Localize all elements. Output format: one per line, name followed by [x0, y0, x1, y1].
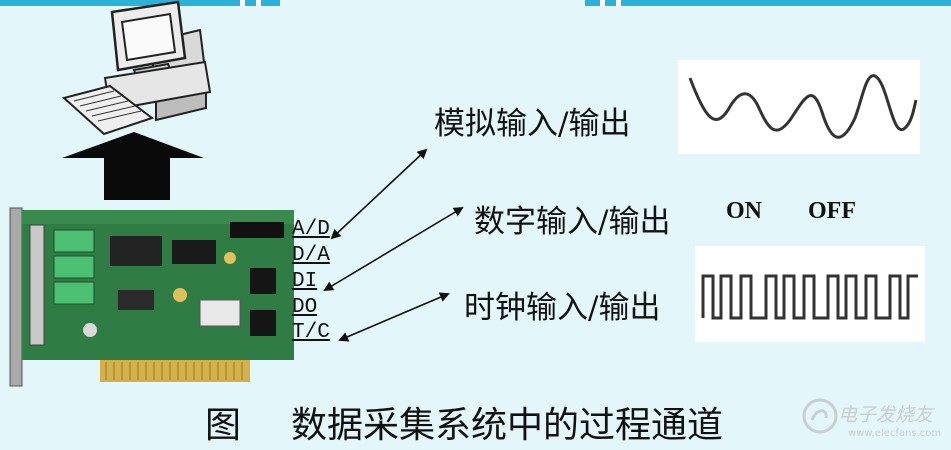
port-label-tc: T/C	[292, 321, 330, 344]
off-label: OFF	[808, 198, 856, 224]
on-label: ON	[726, 198, 762, 224]
daq-card-image	[9, 207, 294, 387]
analog-waveform	[678, 60, 920, 154]
analog-io-label: 模拟输入/输出	[434, 106, 631, 142]
figure-caption-prefix: 图	[205, 405, 242, 446]
analog-arrow	[330, 148, 428, 240]
clock-io-label: 时钟输入/输出	[464, 290, 661, 326]
figure-caption-text: 数据采集系统中的过程通道	[291, 405, 724, 446]
top-accent-tick	[256, 0, 261, 6]
figure-caption: 图 数据采集系统中的过程通道	[205, 396, 723, 448]
port-label-do: DO	[292, 296, 318, 319]
watermark-text: 电子发烧友	[838, 404, 934, 426]
clock-arrow	[338, 292, 450, 342]
top-accent-tick	[240, 0, 245, 6]
watermark-url: www.elecfans.com	[848, 428, 942, 439]
port-label-ad: A/D	[292, 218, 330, 241]
up-arrow-icon	[62, 132, 204, 200]
top-accent-bar-left	[0, 0, 280, 6]
digital-arrow	[323, 206, 464, 292]
top-accent-tick	[616, 0, 621, 6]
digital-io-label: 数字输入/输出	[474, 204, 671, 240]
top-accent-tick	[600, 0, 605, 6]
clock-waveform	[695, 246, 925, 342]
port-label-di: DI	[292, 270, 318, 293]
port-label-da: D/A	[292, 244, 330, 267]
top-accent-bar-right	[585, 0, 951, 6]
computer-icon	[61, 0, 212, 136]
watermark-logo	[802, 398, 838, 434]
